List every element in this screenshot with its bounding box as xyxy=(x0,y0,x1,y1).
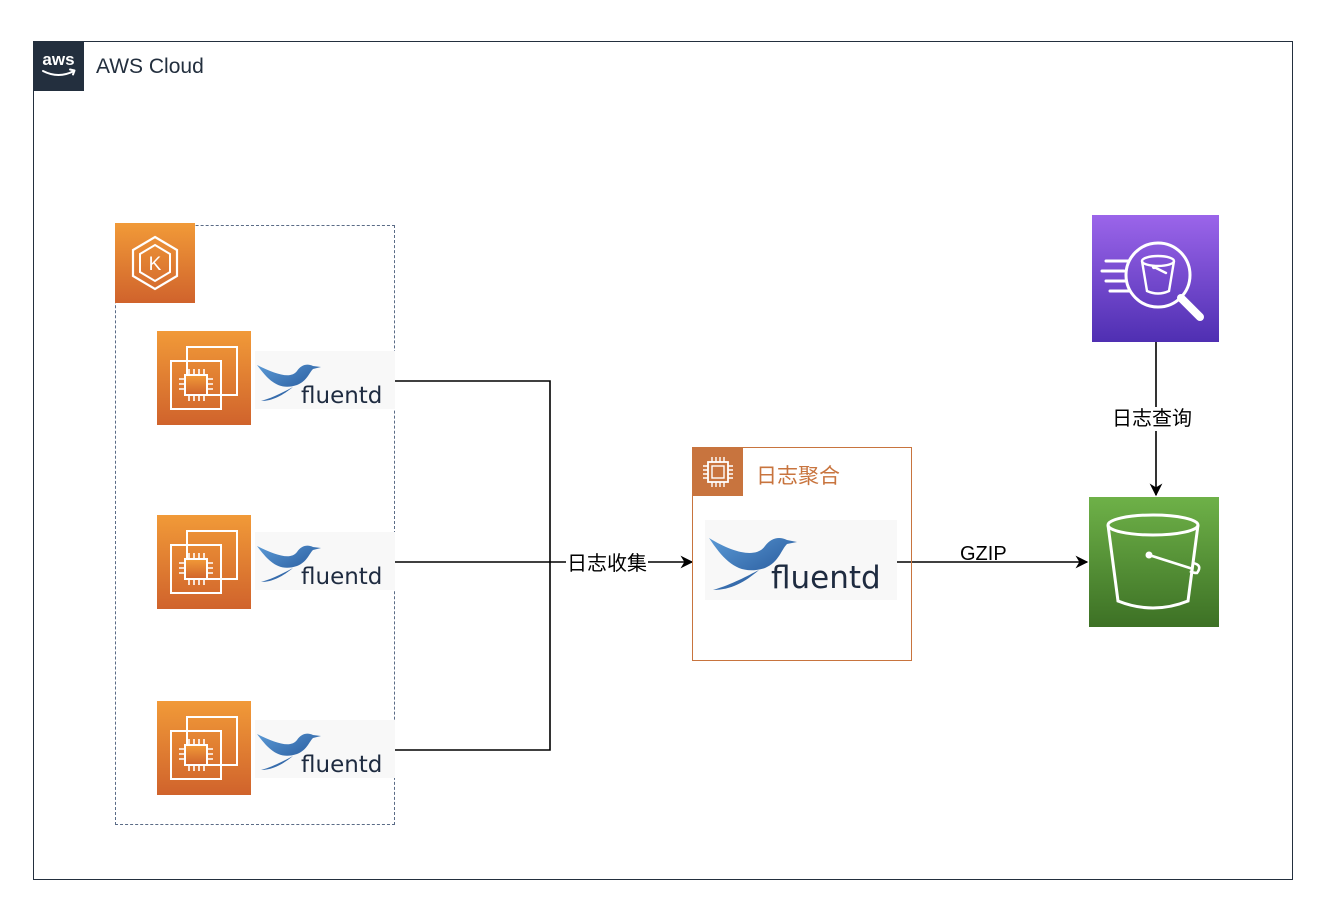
edge-label-gzip: GZIP xyxy=(960,543,1007,565)
cloud-title: AWS Cloud xyxy=(96,55,204,78)
fluentd-text: fluentd xyxy=(301,752,382,778)
aws-cloud-group xyxy=(33,41,1293,880)
ec2-chip-icon xyxy=(693,448,743,496)
ec2-instance-icon xyxy=(157,701,251,795)
s3-bucket-icon xyxy=(1089,497,1219,627)
eks-kubernetes-icon: K xyxy=(115,223,195,303)
eks-cluster-group xyxy=(115,225,395,825)
fluentd-text: fluentd xyxy=(771,560,881,596)
edge-node1 xyxy=(395,380,551,562)
edge-label-query: 日志查询 xyxy=(1111,407,1193,431)
aggregator-title: 日志聚合 xyxy=(756,465,840,488)
athena-search-bucket-icon xyxy=(1092,215,1219,342)
fluentd-text: fluentd xyxy=(301,383,382,409)
fluentd-bird-icon xyxy=(709,538,797,590)
aggregator-group xyxy=(692,447,912,661)
ec2-instance-icon xyxy=(157,515,251,609)
fluentd-bird-icon xyxy=(257,364,321,401)
aws-logo-text: aws xyxy=(42,50,74,69)
ec2-instance-icon xyxy=(157,331,251,425)
fluentd-bird-icon xyxy=(257,545,321,582)
fluentd-text: fluentd xyxy=(301,564,382,590)
fluentd-logo: fluentd xyxy=(255,351,395,409)
eks-letter: K xyxy=(149,254,162,275)
fluentd-logo: fluentd xyxy=(255,532,395,590)
fluentd-logo-aggregator: fluentd xyxy=(705,520,897,600)
edge-label-collect: 日志收集 xyxy=(566,552,648,576)
fluentd-bird-icon xyxy=(257,733,321,770)
edge-node3 xyxy=(395,562,551,751)
aws-logo-icon: aws xyxy=(33,41,84,91)
fluentd-logo: fluentd xyxy=(255,720,395,778)
